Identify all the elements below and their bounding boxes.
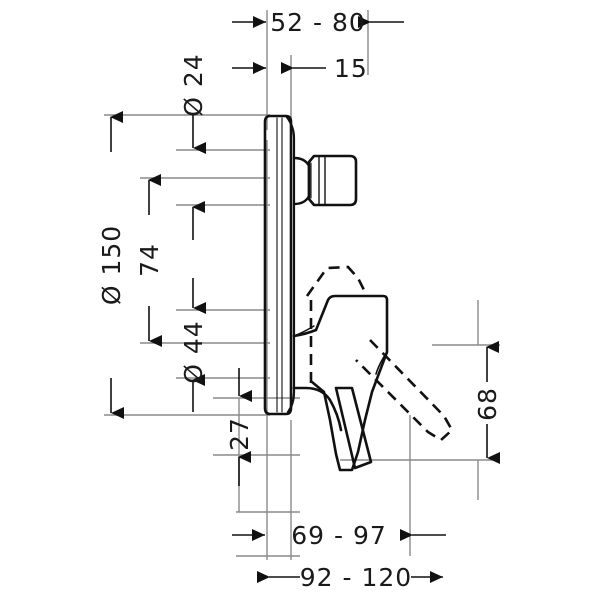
dim-label-lower-offset: 27 [225,417,254,451]
dim-valve-body-diameter: Ø 44 [179,278,208,412]
dim-label-escutcheon-diameter: Ø 150 [97,225,126,305]
dim-label-handle-projection: 69 - 97 [291,521,387,550]
diverter-knob [307,154,358,207]
dim-escutcheon-diameter: Ø 150 [97,111,126,419]
dim-label-lever-projection-height: 68 [473,387,502,421]
dim-lower-offset: 27 [225,368,254,486]
dim-escutcheon-thickness: 15 [232,54,368,83]
dim-label-escutcheon-thickness: 15 [334,54,368,83]
handle-shoulder [292,386,343,432]
dim-body-height: 74 [135,174,164,347]
escutcheon-plate [263,114,293,416]
lever-swung-dashed [355,339,454,442]
dim-handle-projection: 69 - 97 [232,521,446,550]
dim-label-diverter-knob-diameter: Ø 24 [179,53,208,116]
handle-body-solid [292,294,389,472]
plate-edge-flare [284,114,296,414]
hub-detail-arc [375,351,388,375]
extension-lines [104,10,500,560]
lever-alternate-positions [305,265,454,442]
dim-label-total-projection: 92 - 120 [300,563,412,592]
dim-installation-depth: 52 - 80 [232,8,404,37]
dim-diverter-knob-diameter: Ø 24 [179,53,208,240]
product-outline [263,114,389,472]
lever-raised-dashed [305,265,368,297]
dim-label-valve-body-diameter: Ø 44 [179,320,208,383]
dim-total-projection: 92 - 120 [257,563,443,592]
dim-lever-projection-height: 68 [473,341,502,464]
hub-detail-arc-2 [293,325,315,337]
dim-label-installation-depth: 52 - 80 [270,8,366,37]
lever-stem-closed [334,386,373,470]
dim-label-body-height: 74 [135,243,164,277]
